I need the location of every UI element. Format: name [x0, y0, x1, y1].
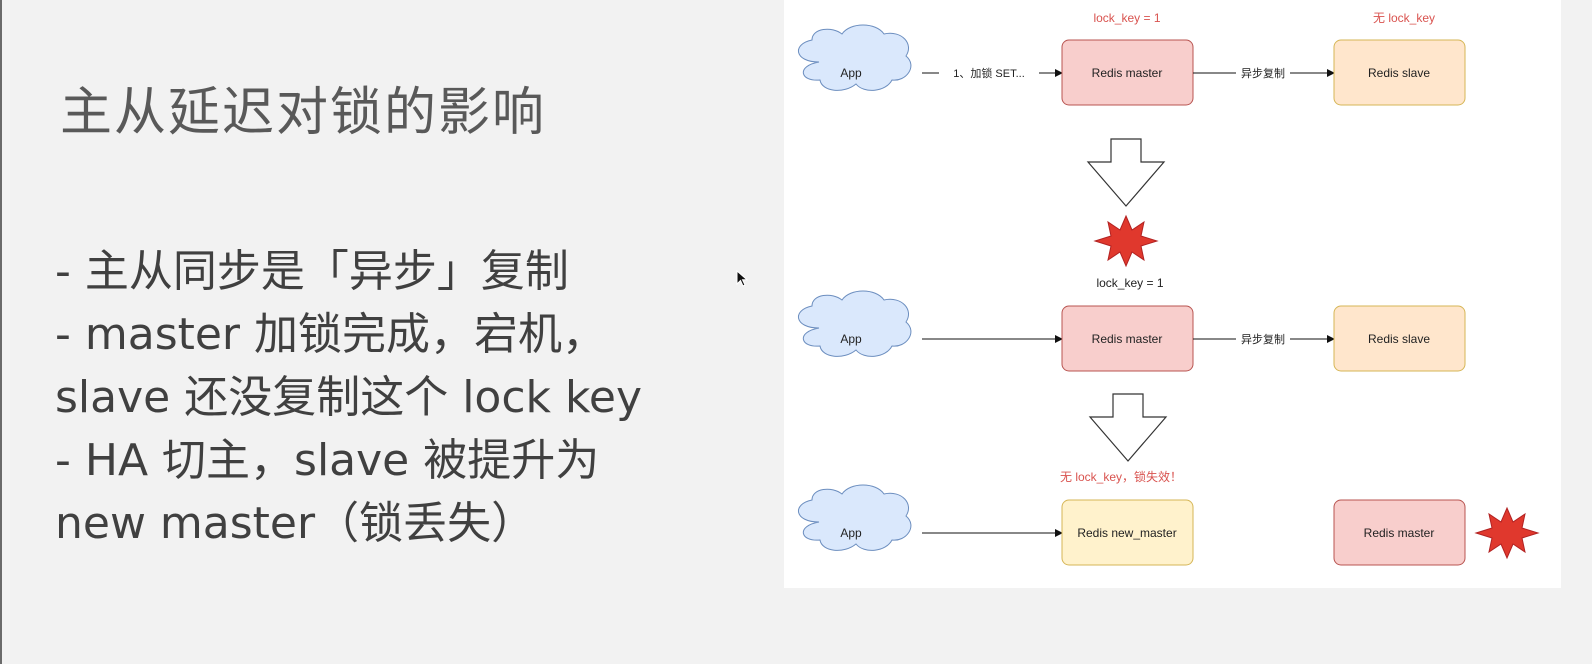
mouse-cursor-icon	[736, 270, 749, 287]
row1-app-label: App	[840, 66, 862, 80]
bullet-list: - 主从同步是「异步」复制 - master 加锁完成，宕机， slave 还没…	[55, 240, 735, 555]
row2-edge-async-label: 异步复制	[1241, 332, 1285, 346]
row3-redis-new-master: Redis new_master	[1061, 499, 1194, 566]
cloud-icon	[798, 484, 912, 551]
row2-app-label: App	[840, 332, 862, 346]
row1-edge-async-label: 异步复制	[1241, 66, 1285, 80]
bullet-ha-failover: - HA 切主，slave 被提升为	[55, 435, 600, 486]
row1-app-cloud: App	[798, 24, 912, 91]
svg-text:Redis slave: Redis slave	[1368, 332, 1430, 346]
row1-master-note: lock_key = 1	[1093, 11, 1160, 25]
svg-text:Redis new_master: Redis new_master	[1077, 526, 1176, 540]
row1-redis-master: Redis master	[1061, 39, 1194, 106]
row2-edge-async-label-bg	[1236, 331, 1290, 346]
cloud-icon	[798, 24, 912, 91]
row1-redis-slave: Redis slave	[1333, 39, 1466, 106]
row1-edge-lock-label-bg	[939, 65, 1039, 80]
row2-master-note: lock_key = 1	[1096, 276, 1163, 290]
svg-text:Redis master: Redis master	[1092, 332, 1163, 346]
svg-text:Redis slave: Redis slave	[1368, 66, 1430, 80]
row2-app-cloud: App	[798, 290, 912, 357]
slide-title: 主从延迟对锁的影响	[60, 83, 547, 143]
row1-edge-lock-label: 1、加锁 SET...	[953, 66, 1025, 80]
down-arrow-icon	[1088, 393, 1168, 462]
diagram-canvas: App 1、加锁 SET... Redis master lock_key = …	[798, 11, 1540, 566]
row2-redis-slave: Redis slave	[1333, 305, 1466, 372]
row2-redis-master: Redis master	[1061, 305, 1194, 372]
row3-new-master-note: 无 lock_key，锁失效！	[1060, 469, 1182, 484]
svg-text:Redis master: Redis master	[1364, 526, 1435, 540]
cloud-icon	[798, 290, 912, 357]
crash-star-icon	[1093, 214, 1159, 268]
row3-app-cloud: App	[798, 484, 912, 551]
bullet-slave-not-copied: slave 还没复制这个 lock key	[55, 372, 643, 423]
bullet-async-replication: - 主从同步是「异步」复制	[55, 246, 569, 297]
row3-redis-old-master: Redis master	[1333, 499, 1466, 566]
bullet-master-crash: - master 加锁完成，宕机，	[55, 309, 607, 360]
row1-slave-note: 无 lock_key	[1373, 11, 1435, 25]
svg-text:Redis master: Redis master	[1092, 66, 1163, 80]
replication-diagram: App 1、加锁 SET... Redis master lock_key = …	[784, 0, 1561, 588]
bullet-lock-lost: new master（锁丢失）	[55, 498, 536, 549]
row1-edge-async-label-bg	[1236, 65, 1290, 80]
down-arrow-icon	[1086, 138, 1166, 207]
crash-star-icon	[1474, 506, 1540, 560]
row3-app-label: App	[840, 526, 862, 540]
left-border	[0, 0, 2, 664]
